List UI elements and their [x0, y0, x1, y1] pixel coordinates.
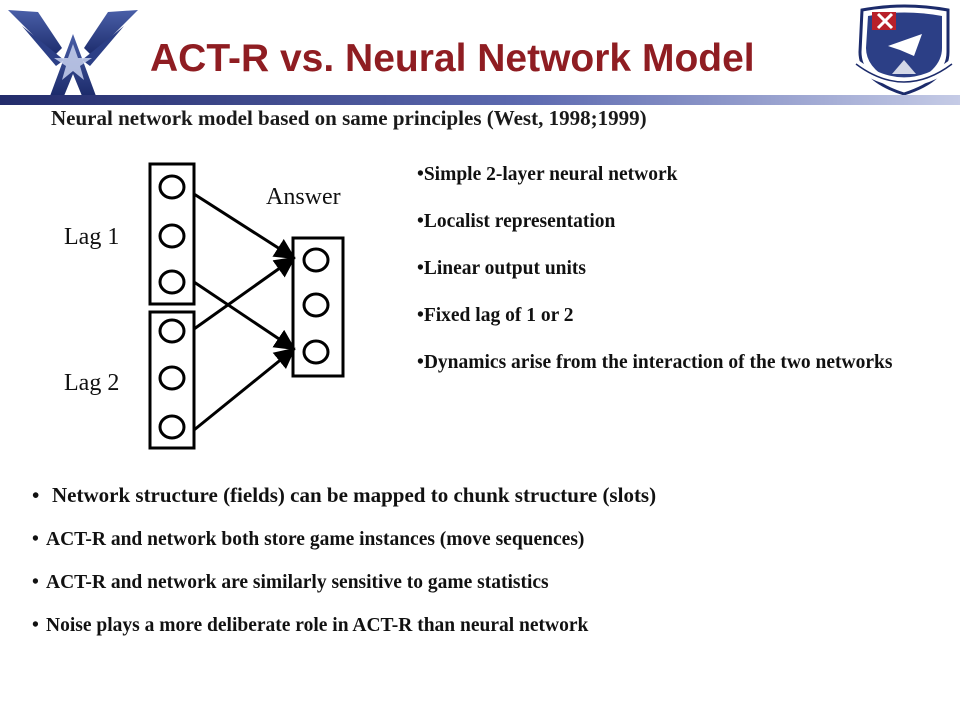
title-rule: [0, 95, 960, 105]
answer-unit: [302, 339, 330, 365]
arrow-lag2-to-answer: [193, 347, 296, 432]
lag2-layer: [148, 310, 196, 450]
connection-arrows: [193, 192, 296, 432]
lag1-unit: [158, 269, 186, 295]
list-item: Noise plays a more deliberate role in AC…: [32, 613, 932, 639]
afosr-shield-logo: [853, 4, 955, 96]
list-item: ACT-R and network are similarly sensitiv…: [32, 570, 932, 596]
list-item: Localist representation: [417, 209, 937, 235]
list-item: Linear output units: [417, 256, 937, 282]
arrow-lag1-to-answer: [193, 192, 296, 260]
network-diagram: Lag 1 Lag 2 Answer: [64, 162, 345, 450]
lag2-unit: [158, 318, 186, 344]
lag1-label: Lag 1: [64, 224, 119, 250]
list-item: ACT-R and network both store game instan…: [32, 527, 932, 553]
air-force-logo: [8, 10, 138, 96]
list-item: Simple 2-layer neural network: [417, 162, 937, 188]
network-properties-list: Simple 2-layer neural network Localist r…: [417, 162, 937, 397]
lag1-unit: [158, 174, 186, 200]
comparison-list: Network structure (fields) can be mapped…: [32, 482, 932, 656]
arrow-lag2-to-answer: [193, 256, 296, 331]
list-item: Fixed lag of 1 or 2: [417, 303, 937, 329]
list-item: Network structure (fields) can be mapped…: [32, 482, 932, 508]
lag1-layer: [148, 162, 196, 306]
lag2-unit: [158, 414, 186, 440]
slide-title: ACT-R vs. Neural Network Model: [150, 37, 755, 80]
lag2-unit: [158, 365, 186, 391]
answer-unit: [302, 247, 330, 273]
subtitle: Neural network model based on same princ…: [51, 106, 647, 130]
lag1-unit: [158, 223, 186, 249]
answer-unit: [302, 292, 330, 318]
answer-layer: [291, 236, 345, 378]
arrow-lag1-to-answer: [193, 280, 296, 351]
answer-label: Answer: [266, 184, 341, 210]
lag2-label: Lag 2: [64, 370, 119, 396]
list-item: Dynamics arise from the interaction of t…: [417, 350, 937, 376]
